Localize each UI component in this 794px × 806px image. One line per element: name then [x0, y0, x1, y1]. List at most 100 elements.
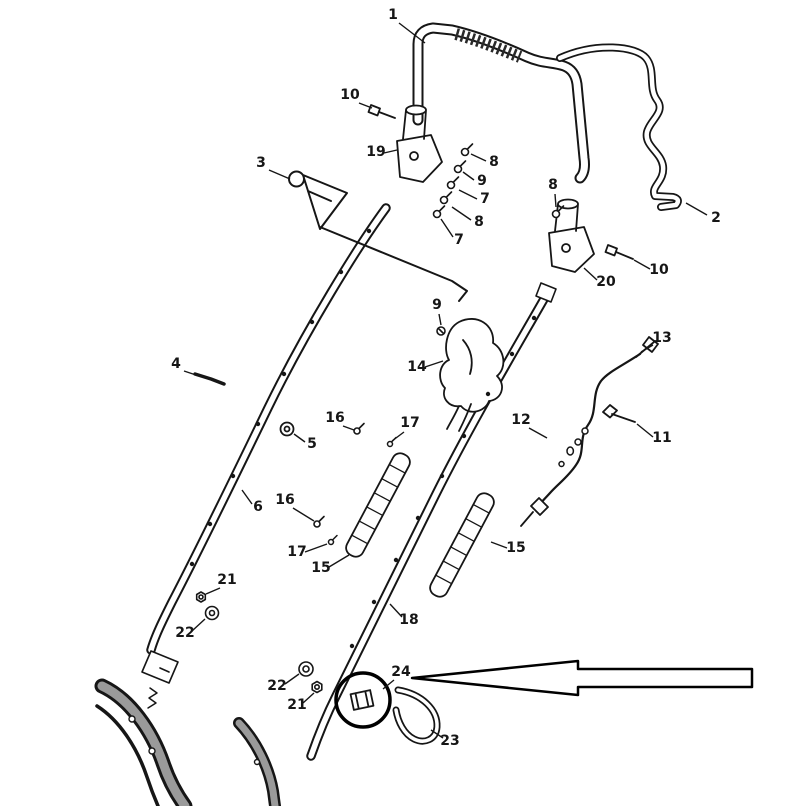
part-label-6: 6 [253, 499, 263, 515]
part-label-5: 5 [307, 436, 317, 452]
part-washer-22-upper [204, 605, 220, 621]
part-leader-13 [640, 344, 654, 353]
part-nut-5 [279, 421, 295, 437]
part-strip-15-right-body [429, 492, 495, 598]
part-label-13: 13 [652, 330, 671, 346]
part-label-7: 7 [454, 232, 464, 248]
part-leader-16 [292, 507, 315, 522]
part-leader-21 [302, 692, 315, 704]
part-leader-15 [490, 541, 508, 549]
part-leader-22 [191, 618, 206, 632]
part-label-15: 15 [311, 560, 330, 576]
part-leader-20 [583, 267, 598, 281]
part-label-7: 7 [480, 191, 490, 207]
part-leader-10 [633, 259, 651, 270]
part-leader-8 [470, 153, 487, 162]
part-leader-12 [528, 427, 548, 439]
part-label-16: 16 [275, 492, 294, 508]
part-screw-16-upper [353, 422, 365, 435]
part-label-9: 9 [432, 297, 442, 313]
part-leader-21 [205, 587, 221, 595]
part-label-22: 22 [175, 625, 194, 641]
part-label-1: 1 [388, 7, 398, 23]
part-label-2: 2 [711, 210, 721, 226]
part-strip-15-left-rungs [351, 463, 406, 545]
part-label-19: 19 [366, 144, 385, 160]
part-leader-17 [304, 543, 328, 553]
part-leader-24 [382, 679, 395, 690]
part-handle-loop-right-fill [557, 45, 681, 210]
part-grip-left-lever [95, 704, 160, 806]
part-spacer-24 [349, 689, 375, 711]
part-leader-14 [424, 360, 444, 368]
part-leader-23 [430, 729, 444, 739]
part-upper-handle-outline [412, 22, 590, 184]
part-upper-handle-grip [454, 28, 523, 63]
part-label-23: 23 [440, 733, 459, 749]
part-cable-12-end [520, 497, 549, 527]
part-strip-15-left [345, 452, 411, 558]
part-label-4: 4 [171, 356, 181, 372]
part-leader-8 [451, 206, 472, 221]
part-label-15: 15 [506, 540, 525, 556]
part-label-17: 17 [287, 544, 306, 560]
part-strip-15-left-body [345, 452, 411, 558]
part-nut-21-lower [311, 680, 323, 694]
part-pin-4 [193, 372, 226, 386]
part-leader-9 [438, 313, 442, 326]
part-leader-16 [342, 425, 355, 431]
part-label-24: 24 [391, 664, 411, 680]
part-leader-6 [241, 489, 253, 505]
part-label-8: 8 [548, 177, 558, 193]
part-bolt-11 [602, 404, 636, 423]
part-label-10: 10 [340, 87, 360, 103]
part-label-16: 16 [325, 410, 344, 426]
part-hook-23-fill [394, 688, 439, 743]
part-leader-5 [293, 433, 306, 443]
drawing-layer [94, 22, 754, 806]
highlight-circle [334, 671, 392, 729]
part-leader-3 [268, 169, 291, 180]
part-leader-1 [398, 22, 426, 44]
part-strip-15-right-rungs [435, 503, 490, 585]
part-leader-10 [358, 102, 373, 109]
part-leader-11 [636, 423, 654, 438]
part-rope-guide-3 [288, 170, 468, 302]
part-cable-12 [535, 352, 642, 509]
part-leader-8 [554, 193, 557, 208]
part-label-22: 22 [267, 678, 286, 694]
part-lower-tube-right-top-connector [535, 282, 557, 303]
labels-layer: 1234567788899101011121314151516161717181… [171, 7, 721, 749]
part-grip-left-shade [97, 681, 190, 806]
part-leader-9 [462, 171, 475, 181]
part-strip-15-right [429, 492, 495, 598]
part-label-17: 17 [400, 415, 419, 431]
part-grip-right-shade [235, 719, 279, 806]
part-bolt-10-left [367, 104, 396, 119]
part-leader-7 [440, 218, 454, 238]
part-label-18: 18 [399, 612, 418, 628]
part-label-11: 11 [652, 430, 671, 446]
part-leader-7 [458, 189, 478, 200]
part-leader-17 [391, 431, 405, 442]
part-leader-19 [383, 149, 398, 154]
part-leader-4 [183, 370, 200, 377]
part-label-14: 14 [407, 359, 427, 375]
part-label-8: 8 [489, 154, 499, 170]
part-label-21: 21 [217, 572, 236, 588]
part-screws-7-8-9 [432, 143, 474, 219]
part-screw-9-lower [436, 326, 446, 336]
part-screw-16-lower [313, 515, 325, 528]
part-lower-tube-right-fill [308, 289, 551, 759]
part-label-21: 21 [287, 697, 306, 713]
part-label-10: 10 [649, 262, 669, 278]
part-label-9: 9 [477, 173, 487, 189]
part-control-lever-14 [439, 318, 505, 432]
part-nut-21-upper [195, 591, 207, 603]
part-label-12: 12 [511, 412, 530, 428]
part-leader-18 [389, 603, 403, 618]
part-washer-22-lower [298, 661, 314, 677]
part-screw-8-right [551, 205, 565, 219]
